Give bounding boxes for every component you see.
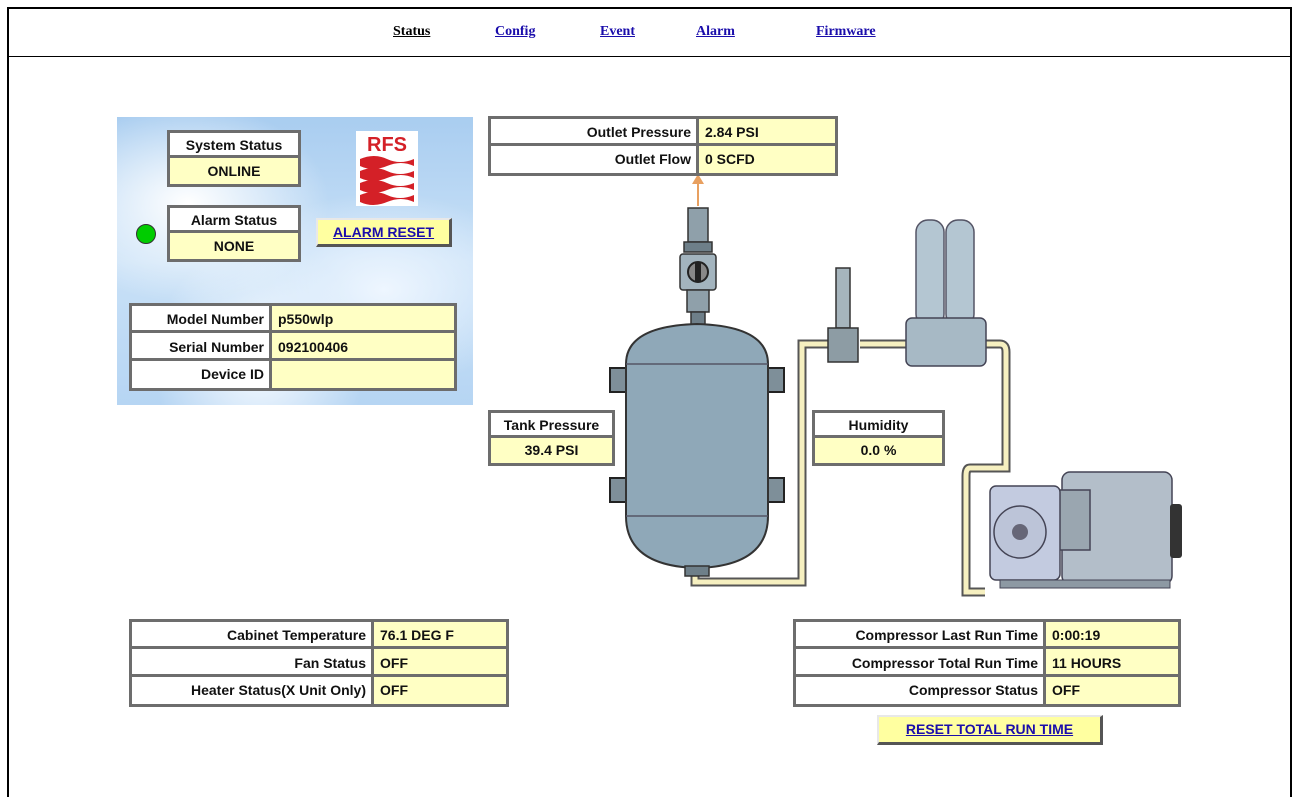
nav-alarm-link[interactable]: Alarm <box>696 24 735 39</box>
outlet-valve-icon <box>679 207 717 327</box>
device-info-table: Model Number p550wlp Serial Number 09210… <box>129 303 457 391</box>
outlet-pressure-label: Outlet Pressure <box>491 119 699 146</box>
outlet-flow-label: Outlet Flow <box>491 146 699 173</box>
serial-number-value: 092100406 <box>272 333 454 361</box>
compressor-status-label: Compressor Status <box>796 677 1046 704</box>
tank-pressure-label: Tank Pressure <box>491 413 612 438</box>
serial-number-label: Serial Number <box>132 333 272 361</box>
outlet-pressure-value: 2.84 PSI <box>699 119 835 146</box>
nav-event-link[interactable]: Event <box>600 24 635 39</box>
system-status-label: System Status <box>170 133 298 158</box>
equipment-diagram <box>609 174 1182 597</box>
rfs-logo: RFS <box>356 131 418 206</box>
nav-config-link[interactable]: Config <box>495 24 536 39</box>
humidity-sensor-icon <box>827 267 859 363</box>
cabinet-status-table: Cabinet Temperature 76.1 DEG F Fan Statu… <box>129 619 509 707</box>
alarm-status-value: NONE <box>170 233 298 259</box>
air-pipe <box>690 339 1011 597</box>
cabinet-temperature-value: 76.1 DEG F <box>374 622 506 649</box>
compressor-status-table: Compressor Last Run Time 0:00:19 Compres… <box>793 619 1181 707</box>
air-dryer-icon <box>905 219 987 367</box>
alarm-indicator-light <box>136 224 156 244</box>
humidity-label: Humidity <box>815 413 942 438</box>
fan-status-value: OFF <box>374 649 506 677</box>
device-id-value <box>272 361 454 388</box>
page-frame <box>7 7 1292 797</box>
compressor-total-run-label: Compressor Total Run Time <box>796 649 1046 677</box>
compressor-total-run-value: 11 HOURS <box>1046 649 1178 677</box>
model-number-label: Model Number <box>132 306 272 333</box>
humidity-box: Humidity 0.0 % <box>812 410 945 466</box>
reset-total-run-time-button[interactable]: RESET TOTAL RUN TIME <box>877 715 1103 745</box>
nav-status-link[interactable]: Status <box>393 24 431 39</box>
heater-status-value: OFF <box>374 677 506 704</box>
compressor-status-value: OFF <box>1046 677 1178 704</box>
system-status-box: System Status ONLINE <box>167 130 301 187</box>
fan-status-label: Fan Status <box>132 649 374 677</box>
compressor-icon <box>989 471 1182 589</box>
logo-text: RFS <box>367 134 407 156</box>
alarm-status-box: Alarm Status NONE <box>167 205 301 262</box>
humidity-value: 0.0 % <box>815 438 942 463</box>
system-status-value: ONLINE <box>170 158 298 184</box>
compressor-last-run-value: 0:00:19 <box>1046 622 1178 649</box>
alarm-status-label: Alarm Status <box>170 208 298 233</box>
cabinet-temperature-label: Cabinet Temperature <box>132 622 374 649</box>
air-tank-icon <box>609 322 785 577</box>
heater-status-label: Heater Status(X Unit Only) <box>132 677 374 704</box>
tank-pressure-box: Tank Pressure 39.4 PSI <box>488 410 615 466</box>
alarm-reset-button[interactable]: ALARM RESET <box>316 218 452 247</box>
model-number-value: p550wlp <box>272 306 454 333</box>
device-id-label: Device ID <box>132 361 272 388</box>
top-navigation: Status Config Event Alarm Firmware <box>9 9 1290 57</box>
nav-firmware-link[interactable]: Firmware <box>816 24 876 39</box>
outlet-flow-value: 0 SCFD <box>699 146 835 173</box>
outlet-flow-arrow <box>692 174 704 206</box>
outlet-table: Outlet Pressure 2.84 PSI Outlet Flow 0 S… <box>488 116 838 176</box>
compressor-last-run-label: Compressor Last Run Time <box>796 622 1046 649</box>
tank-pressure-value: 39.4 PSI <box>491 438 612 463</box>
